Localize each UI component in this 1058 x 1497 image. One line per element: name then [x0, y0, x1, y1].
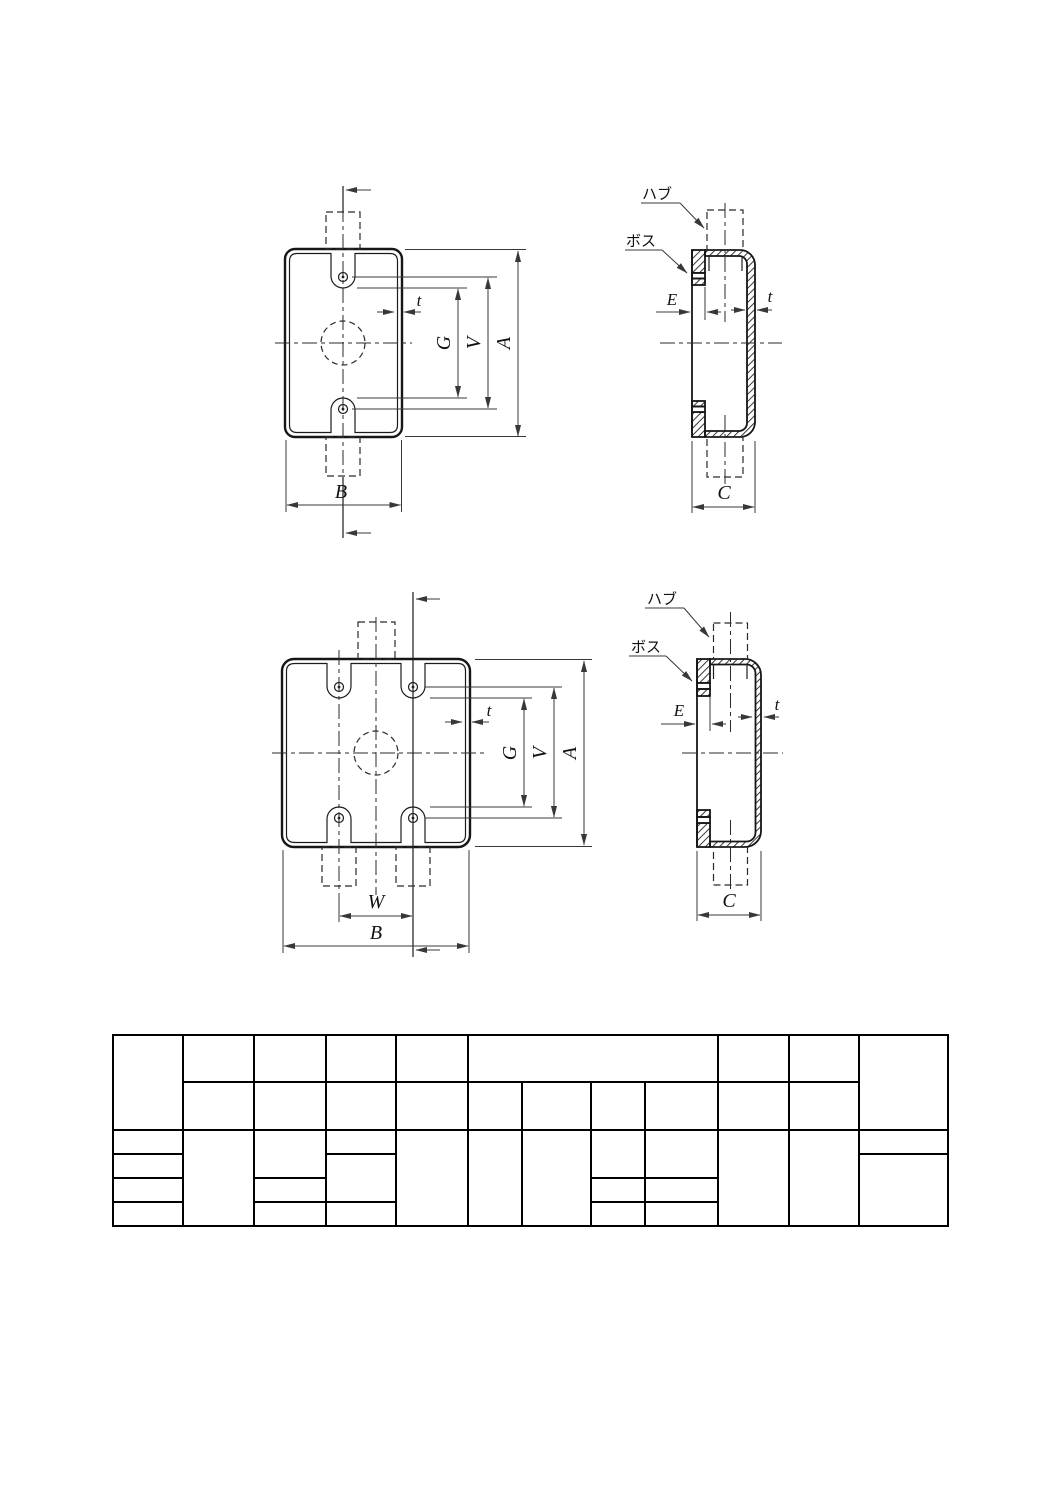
table-cell	[788, 1129, 860, 1227]
table-cell	[325, 1081, 397, 1131]
table-cell	[467, 1081, 523, 1131]
rim-section	[691, 249, 706, 274]
table-cell	[717, 1081, 790, 1131]
callout-leader	[665, 655, 693, 682]
dim-label-E: E	[666, 290, 678, 309]
table-cell	[325, 1153, 397, 1203]
dim-label-t: t	[768, 287, 774, 306]
technical-drawing-canvas: t G V A B ハブ	[272, 185, 783, 957]
table-cell	[858, 1153, 949, 1227]
dim-label-A: A	[493, 336, 515, 351]
boss-section	[696, 682, 711, 690]
dim-label-A: A	[559, 746, 581, 761]
table-cell	[590, 1201, 646, 1227]
dim-label-B: B	[335, 481, 347, 503]
table-cell	[788, 1034, 860, 1083]
table-cell	[858, 1034, 949, 1131]
callout-leader	[661, 249, 688, 274]
rim-section	[691, 411, 706, 438]
table-cell	[112, 1034, 184, 1131]
table-header-row-2	[113, 1081, 948, 1131]
dim-label-C: C	[722, 890, 736, 912]
dim-label-G: G	[499, 745, 521, 760]
table-cell	[644, 1177, 719, 1203]
boss-section	[691, 277, 706, 286]
callout-hub-label: ハブ	[647, 590, 677, 608]
side-view-square-drawing: ハブ ボス E t C	[629, 590, 783, 921]
table-cell	[325, 1129, 397, 1155]
table-cell	[253, 1034, 327, 1083]
table-body-row	[112, 1177, 948, 1203]
table-cell	[325, 1034, 397, 1083]
table-cell	[644, 1201, 719, 1227]
table-body-row	[112, 1129, 949, 1227]
hub-bottom-hidden	[325, 436, 361, 477]
rim-section	[696, 822, 711, 848]
table-body-row	[112, 1201, 948, 1227]
dim-label-V: V	[463, 334, 485, 349]
table-cell	[395, 1034, 469, 1083]
dim-label-G: G	[433, 335, 455, 350]
hub-bottom-hidden	[321, 846, 357, 887]
boss-section	[696, 688, 711, 697]
table-header-row-1	[112, 1034, 949, 1131]
table-cell	[325, 1201, 397, 1227]
dim-label-V: V	[529, 744, 551, 759]
table-cell	[644, 1081, 719, 1131]
table-cell	[112, 1153, 184, 1179]
table-cell	[590, 1129, 646, 1179]
callout-boss-label: ボス	[631, 638, 661, 656]
table-cell	[717, 1129, 790, 1227]
table-cell	[467, 1034, 719, 1083]
dim-label-t: t	[775, 695, 781, 714]
dim-label-E: E	[673, 701, 685, 720]
rim-section	[696, 658, 711, 684]
front-view-rect-drawing: t G V A B	[275, 186, 526, 538]
table-cell	[112, 1177, 184, 1203]
table-cell	[182, 1129, 255, 1227]
table-cell	[521, 1081, 592, 1131]
table-cell	[182, 1081, 255, 1131]
hub-bottom-hidden	[395, 846, 431, 887]
dim-label-t: t	[487, 701, 493, 720]
table-cell	[253, 1081, 327, 1131]
callout-leader	[679, 202, 705, 229]
table-cell	[717, 1034, 790, 1083]
dim-label-B: B	[370, 922, 382, 944]
box-inner-wall	[288, 252, 399, 434]
hub-top-hidden	[357, 621, 396, 660]
table-cell	[788, 1081, 860, 1131]
side-view-rect-drawing: ハブ ボス E t C	[625, 185, 782, 513]
dim-label-C: C	[717, 482, 731, 504]
table-cell	[590, 1177, 646, 1203]
box-inner-wall	[285, 662, 467, 844]
dim-label-t: t	[417, 291, 423, 310]
boss-section	[696, 816, 711, 824]
screw-boss-dot	[341, 275, 345, 279]
callout-boss-label: ボス	[626, 232, 656, 250]
table-cell	[112, 1129, 184, 1155]
table-cell	[253, 1177, 327, 1203]
table-cell	[253, 1201, 327, 1227]
boss-section	[691, 400, 706, 408]
table-cell	[644, 1129, 719, 1179]
table-cell	[395, 1081, 469, 1131]
table-cell	[467, 1129, 523, 1227]
table-cell	[395, 1129, 469, 1227]
table-cell	[182, 1034, 255, 1083]
spec-table	[112, 1034, 949, 1227]
boss-section	[696, 809, 711, 818]
table-cell	[858, 1129, 949, 1155]
dim-label-W: W	[368, 891, 387, 913]
front-view-square-drawing: t G V A W B	[272, 592, 592, 957]
callout-leader	[683, 607, 710, 638]
table-cell	[112, 1201, 184, 1227]
table-cell	[590, 1081, 646, 1131]
table-cell	[253, 1129, 327, 1179]
table-body-row	[112, 1153, 949, 1227]
section-wall	[709, 658, 762, 848]
table-cell	[521, 1129, 592, 1227]
callout-hub-label: ハブ	[642, 185, 672, 203]
